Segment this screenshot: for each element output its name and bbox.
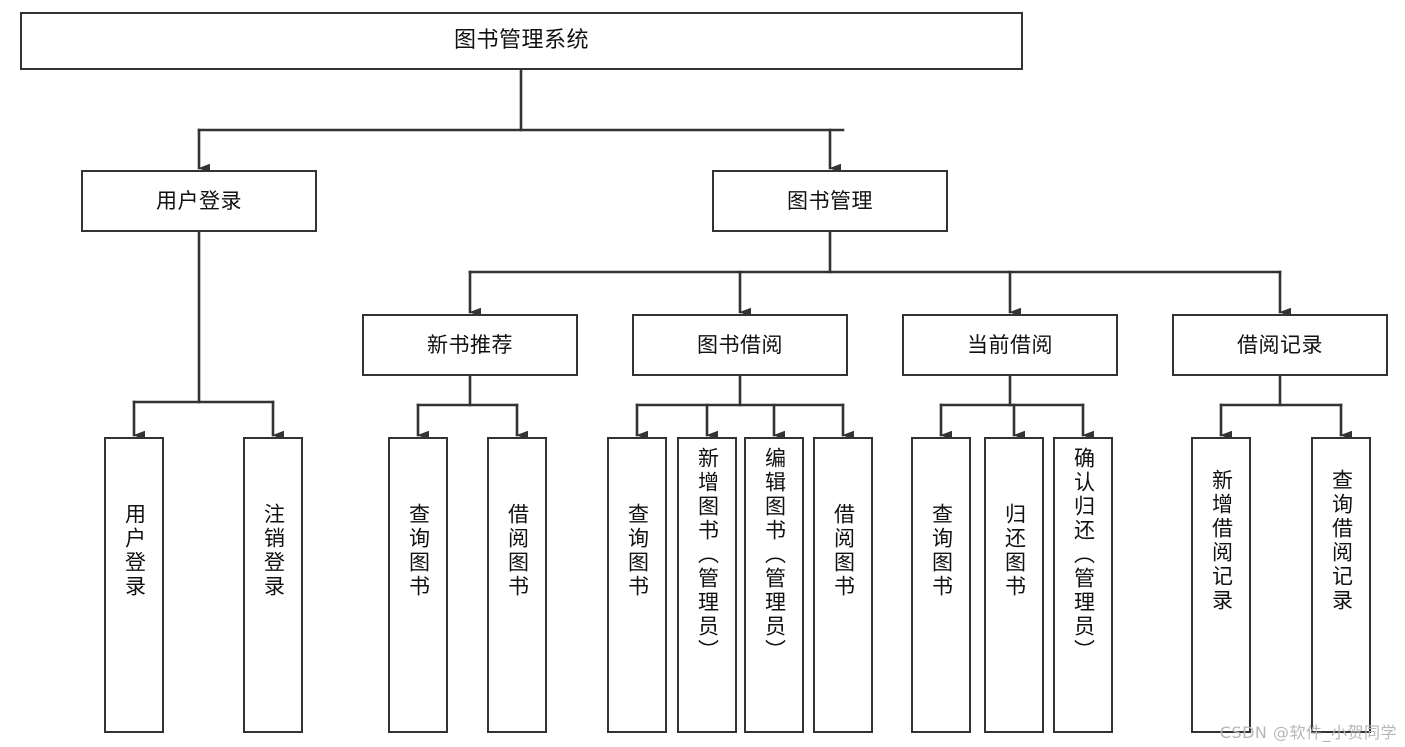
connectors-new-book-rec-leaves — [416, 374, 528, 440]
node-label: 当前借阅 — [967, 332, 1053, 357]
watermark-text: CSDN @软件_小贺同学 — [1219, 723, 1397, 742]
node-borrow-record[interactable]: 借阅记录 — [1172, 314, 1388, 376]
node-label: 查询借阅记录 — [1329, 469, 1354, 613]
node-label: 图书管理系统 — [453, 28, 589, 54]
node-label: 查询图书 — [625, 503, 650, 599]
node-label: 借阅图书 — [831, 503, 856, 599]
node-user-login[interactable]: 用户登录 — [81, 170, 317, 232]
node-label: 新增图书（管理员） — [695, 447, 720, 663]
node-leaf-borrow-lend-book[interactable]: 借阅图书 — [813, 437, 873, 733]
node-leaf-current-return-book[interactable]: 归还图书 — [984, 437, 1044, 733]
connectors-borrow-record-leaves — [1219, 374, 1352, 440]
node-leaf-record-query-borrow-record[interactable]: 查询借阅记录 — [1311, 437, 1371, 733]
node-label: 归还图书 — [1002, 503, 1027, 599]
node-current-borrow[interactable]: 当前借阅 — [902, 314, 1118, 376]
node-leaf-borrow-edit-book-admin[interactable]: 编辑图书（管理员） — [744, 437, 804, 733]
node-root-system[interactable]: 图书管理系统 — [20, 12, 1023, 70]
node-label: 编辑图书（管理员） — [762, 447, 787, 663]
connectors-root — [197, 68, 845, 173]
node-label: 查询图书 — [929, 503, 954, 599]
node-leaf-user-login[interactable]: 用户登录 — [104, 437, 164, 733]
node-label: 用户登录 — [156, 188, 242, 213]
node-leaf-current-query-book[interactable]: 查询图书 — [911, 437, 971, 733]
connectors-book-borrow-leaves — [635, 374, 854, 440]
node-label: 注销登录 — [261, 503, 286, 599]
node-label: 借阅图书 — [505, 503, 530, 599]
connectors-current-borrow-leaves — [939, 374, 1094, 440]
node-label: 新增借阅记录 — [1209, 469, 1234, 613]
node-book-manage[interactable]: 图书管理 — [712, 170, 948, 232]
node-label: 新书推荐 — [427, 332, 513, 357]
node-label: 借阅记录 — [1237, 332, 1323, 357]
connectors-book-manage — [468, 230, 1291, 317]
connectors-user-login-leaves — [132, 230, 284, 440]
node-leaf-current-confirm-return-admin[interactable]: 确认归还（管理员） — [1053, 437, 1113, 733]
node-leaf-user-logout[interactable]: 注销登录 — [243, 437, 303, 733]
node-leaf-borrow-query-book[interactable]: 查询图书 — [607, 437, 667, 733]
node-leaf-record-add-borrow-record[interactable]: 新增借阅记录 — [1191, 437, 1251, 733]
node-leaf-rec-query-book[interactable]: 查询图书 — [388, 437, 448, 733]
node-leaf-rec-borrow-book[interactable]: 借阅图书 — [487, 437, 547, 733]
node-label: 图书管理 — [787, 188, 873, 213]
node-new-book-rec[interactable]: 新书推荐 — [362, 314, 578, 376]
node-label: 查询图书 — [406, 503, 431, 599]
node-label: 用户登录 — [122, 503, 147, 599]
node-book-borrow[interactable]: 图书借阅 — [632, 314, 848, 376]
node-leaf-borrow-add-book-admin[interactable]: 新增图书（管理员） — [677, 437, 737, 733]
node-label: 确认归还（管理员） — [1071, 447, 1096, 663]
node-label: 图书借阅 — [697, 332, 783, 357]
